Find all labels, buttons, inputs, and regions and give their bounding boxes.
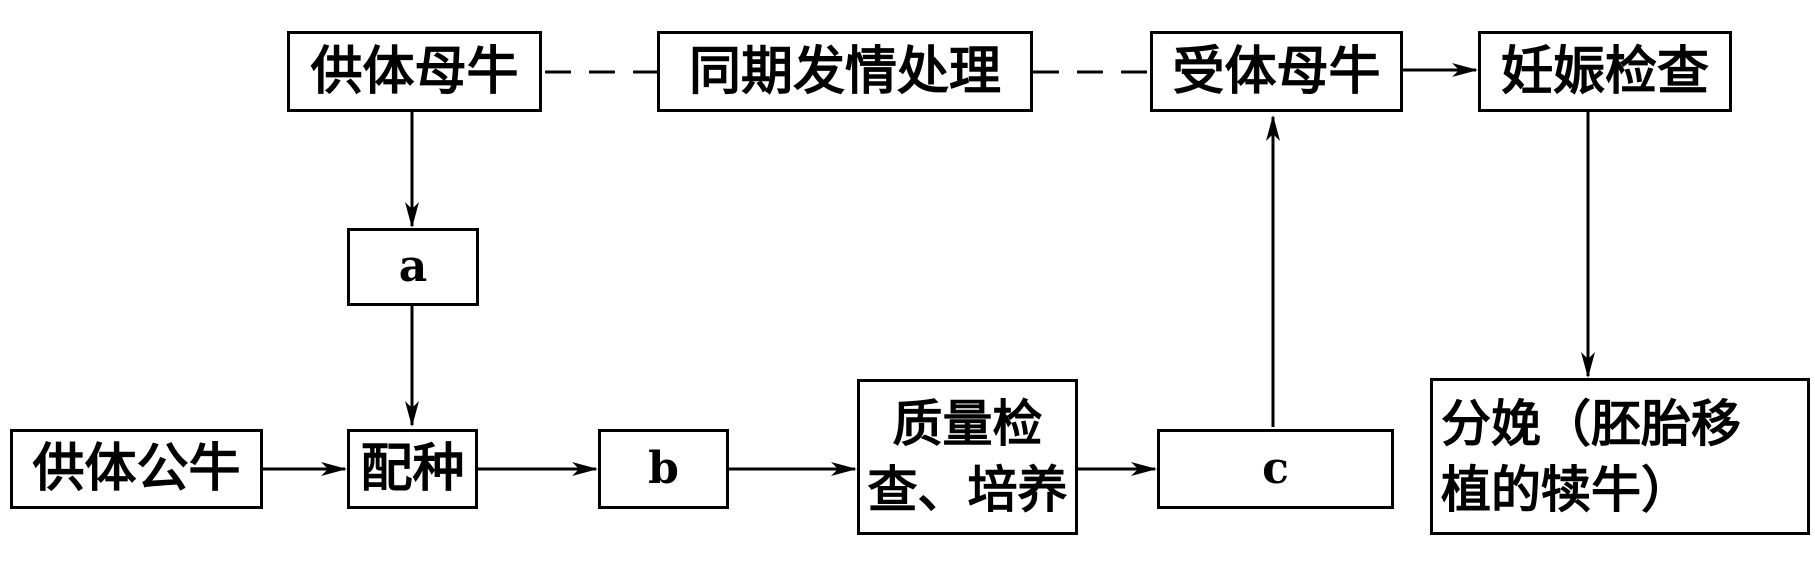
quality-check-box: 质量检 查、培养 (857, 379, 1078, 535)
calving-line-2: 植的犊牛） (1441, 459, 1691, 519)
a-box: a (347, 228, 479, 306)
b-box: b (598, 429, 729, 509)
donor-bull-box: 供体公牛 (10, 429, 263, 509)
c-box: c (1157, 429, 1394, 509)
calving-box: 分娩（胚胎移 植的犊牛） (1430, 378, 1810, 535)
recipient-cow-box: 受体母牛 (1150, 31, 1403, 112)
mating-box: 配种 (347, 429, 478, 509)
calving-line-1: 分娩（胚胎移 (1441, 393, 1741, 453)
donor-cow-box: 供体母牛 (287, 31, 542, 112)
quality-check-line-2: 查、培养 (867, 460, 1068, 519)
quality-check-line-1: 质量检 (892, 394, 1043, 453)
pregnancy-check-box: 妊娠检查 (1478, 31, 1732, 112)
synchronization-box: 同期发情处理 (657, 31, 1033, 112)
